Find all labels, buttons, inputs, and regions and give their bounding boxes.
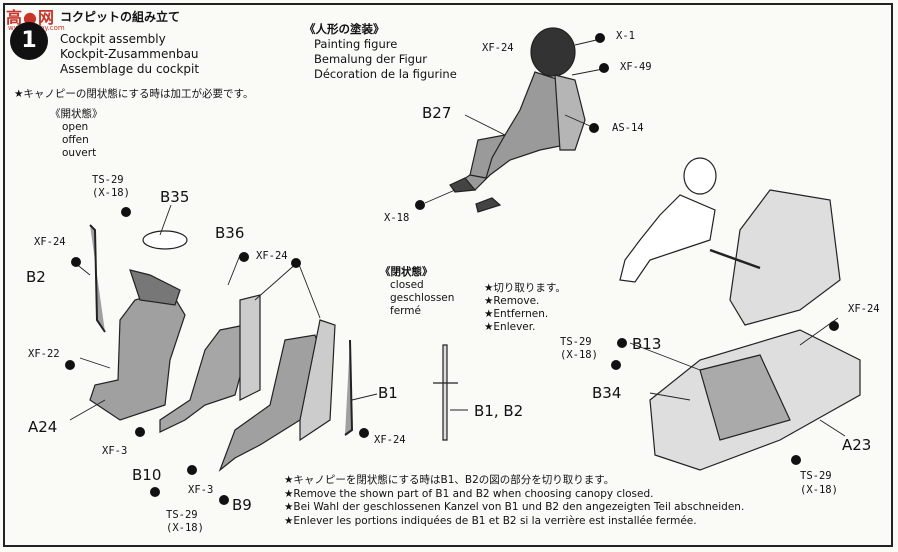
seat-middle-drawing bbox=[159, 294, 261, 433]
label-b27: B27 bbox=[422, 104, 452, 122]
label-b1: B1 bbox=[378, 384, 398, 402]
bottom-note-jp: ★キャノピーを閉状態にする時はB1、B2の図の部分を切り取ります。 bbox=[284, 474, 615, 486]
label-ts29-d: TS-29 bbox=[800, 470, 832, 482]
bottom-note-de: ★Bei Wahl der geschlossenen Kanzel von B… bbox=[284, 501, 745, 513]
open-en: open bbox=[62, 121, 89, 133]
label-x18-b: (X-18) bbox=[166, 522, 204, 534]
label-b1-b2: B1, B2 bbox=[474, 402, 524, 420]
label-x18-boots: X-18 bbox=[384, 212, 410, 224]
open-state-block: 《開状態》 open offen ouvert bbox=[50, 108, 103, 160]
painting-block: 《人形の塗装》 Painting figure Bemalung der Fig… bbox=[304, 22, 457, 82]
painting-heading: 《人形の塗装》 bbox=[304, 22, 385, 36]
cut-note-block: ★切り取ります。 ★Remove. ★Entfernen. ★Enlever. bbox=[484, 282, 566, 334]
figure-seated-outline bbox=[619, 157, 717, 283]
closed-de: geschlossen bbox=[390, 292, 455, 304]
step-title-en: Cockpit assembly bbox=[60, 32, 166, 46]
cut-note-en: ★Remove. bbox=[484, 295, 540, 307]
label-xf24-left: XF-24 bbox=[34, 236, 66, 248]
label-xf3-b: XF-3 bbox=[188, 484, 214, 496]
label-xf24-b1: XF-24 bbox=[374, 434, 406, 446]
pilot-figure-drawing bbox=[449, 27, 586, 213]
cockpit-tub-drawing bbox=[649, 189, 861, 471]
seat-right-drawing bbox=[218, 319, 354, 472]
label-xf3-a: XF-3 bbox=[102, 445, 128, 457]
painting-en: Painting figure bbox=[314, 37, 398, 51]
instruction-frame bbox=[3, 3, 893, 547]
label-b34: B34 bbox=[592, 384, 622, 402]
label-x18-c: (X-18) bbox=[560, 349, 598, 361]
label-xf24-helmet: XF-24 bbox=[482, 42, 514, 54]
label-b10: B10 bbox=[132, 466, 162, 484]
open-heading: 《開状態》 bbox=[50, 108, 103, 120]
canopy-note-jp: ★キャノピーの閉状態にする時は加工が必要です。 bbox=[14, 88, 254, 100]
open-de: offen bbox=[62, 134, 89, 146]
bottom-note-fr: ★Enlever les portions indiquées de B1 et… bbox=[284, 514, 697, 527]
closed-heading: 《閉状態》 bbox=[380, 266, 433, 278]
label-ts29-a: TS-29 bbox=[92, 174, 124, 186]
closed-en: closed bbox=[390, 279, 424, 291]
cut-note-fr: ★Enlever. bbox=[484, 321, 536, 333]
label-x1: X-1 bbox=[616, 30, 635, 42]
step-title-de: Kockpit-Zusammenbau bbox=[60, 47, 199, 61]
label-xf24-right: XF-24 bbox=[848, 303, 880, 315]
leader-lines bbox=[69, 37, 846, 437]
painting-fr: Décoration de la figurine bbox=[314, 67, 457, 81]
paint-dots bbox=[65, 33, 839, 505]
label-b36: B36 bbox=[215, 224, 245, 242]
label-as14: AS-14 bbox=[612, 122, 644, 134]
label-x18-a: (X-18) bbox=[92, 187, 130, 199]
label-a24: A24 bbox=[28, 418, 58, 436]
bottom-notes: ★キャノピーを閉状態にする時はB1、B2の図の部分を切り取ります。 ★Remov… bbox=[284, 474, 744, 528]
step-title-block: Cockpit assembly Kockpit-Zusammenbau Ass… bbox=[60, 32, 199, 77]
cut-note-de: ★Entfernen. bbox=[484, 308, 549, 320]
closed-fr: fermé bbox=[390, 305, 421, 317]
rod-closed-drawing bbox=[433, 344, 458, 441]
painting-de: Bemalung der Figur bbox=[314, 52, 427, 66]
label-xf22: XF-22 bbox=[28, 348, 60, 360]
open-fr: ouvert bbox=[62, 147, 97, 159]
closed-state-block: 《閉状態》 closed geschlossen fermé bbox=[380, 266, 454, 318]
step-title-fr: Assemblage du cockpit bbox=[60, 62, 200, 76]
label-xf24-b36: XF-24 bbox=[256, 250, 288, 262]
label-b13: B13 bbox=[632, 335, 662, 353]
label-b35: B35 bbox=[160, 188, 190, 206]
step-title-jp: コクピットの組み立て bbox=[60, 10, 181, 24]
bottom-note-en: ★Remove the shown part of B1 and B2 when… bbox=[284, 487, 654, 500]
label-ts29-c: TS-29 bbox=[560, 336, 592, 348]
seat-open-drawing bbox=[89, 224, 188, 421]
label-b9: B9 bbox=[232, 496, 252, 514]
label-b2: B2 bbox=[26, 268, 46, 286]
label-a23: A23 bbox=[842, 436, 872, 454]
label-ts29-b: TS-29 bbox=[166, 509, 198, 521]
cut-note-jp: ★切り取ります。 bbox=[484, 282, 566, 294]
label-xf49: XF-49 bbox=[620, 61, 652, 73]
step-number-badge: 1 bbox=[10, 22, 48, 60]
label-x18-d: (X-18) bbox=[800, 484, 838, 496]
